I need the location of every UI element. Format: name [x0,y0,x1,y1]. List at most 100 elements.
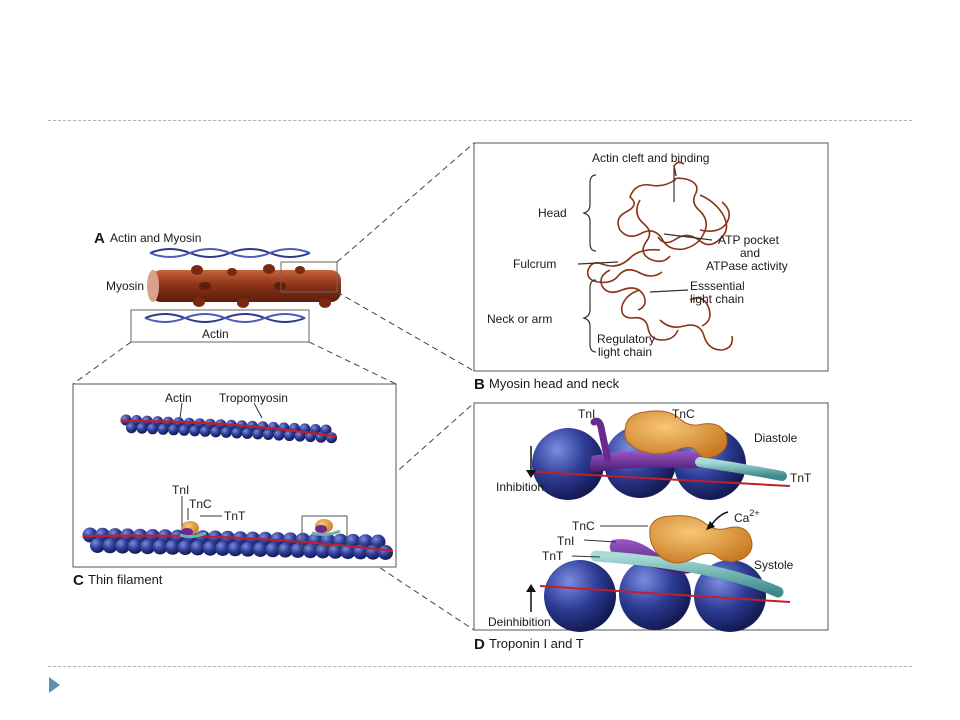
actin-bead [152,539,168,555]
actin-bead [199,425,211,437]
panel-a-title: Actin and Myosin [110,231,201,245]
actin-bead [165,539,181,555]
actin-bead [147,423,159,435]
actin-bead [273,429,285,441]
label-atp-pocket-2: and [740,246,760,260]
actin-bead [115,538,130,554]
actin-bead [302,543,318,559]
label-essential-2: light chain [690,292,744,306]
actin-bead [252,542,268,557]
label-deinhibition: Deinhibition [488,615,551,629]
troponin-complex-right [301,515,348,547]
label-diastole: Diastole [754,431,798,445]
panel-c-caption: Thin filament [88,572,163,587]
actin-bead [190,540,206,556]
myosin-head-structure [586,161,734,351]
ca-base: Ca [734,511,750,525]
label-c-tni: TnI [172,483,189,497]
actin-box [130,309,310,343]
actin-strand-top [149,248,311,258]
actin-bead [252,428,264,440]
actin-bead [140,539,156,555]
tropomyosin-strand [120,419,338,438]
label-d-tni-top: TnI [578,407,595,421]
actin-bead [227,541,243,557]
ca-superscript: 2+ [749,508,759,518]
actin-bead [202,540,218,556]
actin-bead [90,538,105,553]
label-c-tnc: TnC [189,497,212,511]
actin-bead [283,430,295,442]
label-regulatory-1: Regulatory [597,332,655,346]
actin-bead [127,538,143,554]
tropomyosin-strand [82,534,394,553]
actin-bead [231,427,243,439]
actin-bead [326,432,337,444]
panel-c-leaders [179,402,263,526]
myosin-filament [147,261,341,308]
actin-bead [240,541,256,557]
myosin-label: Myosin [106,279,144,293]
panel-a-letter: A [94,230,105,247]
label-fulcrum: Fulcrum [513,257,556,271]
actin-bead [262,429,274,440]
actin-bead [177,540,193,556]
panel-d-caption: Troponin I and T [489,636,584,651]
actin-bead [277,542,293,558]
label-c-actin: Actin [165,391,192,405]
label-d-tnc-bottom: TnC [572,519,595,533]
actin-bead [290,542,306,558]
label-d-tnt-bottom: TnT [542,549,564,563]
bottom-divider [48,666,912,667]
label-inhibition: Inhibition [496,480,544,494]
actin-bead [210,426,222,438]
actin-label: Actin [202,327,229,341]
top-divider [48,120,912,121]
actin-bead [178,424,190,436]
panel-b: Actin cleft and binding Head ATP pocket … [473,142,829,393]
actin-bead [340,544,356,560]
label-atp-pocket-3: ATPase activity [706,259,788,273]
actin-bead [168,424,180,436]
triangle-right-icon[interactable] [49,677,60,693]
label-neck: Neck or arm [487,312,552,326]
actin-bead [102,538,118,554]
actin-bead [241,428,253,439]
panel-b-letter: B [474,376,485,393]
label-d-tnc-top: TnC [672,407,695,421]
label-c-tropomyosin: Tropomyosin [219,391,288,405]
panel-c-letter: C [73,572,84,589]
panel-c: Actin Tropomyosin TnI TnC TnT C Thin fil… [72,383,397,589]
panel-a: A Actin and Myosin Myosin [94,230,341,343]
label-regulatory-2: light chain [598,345,652,359]
panel-d: TnI TnC Diastole TnT Inhibition TnC Ca2+… [473,402,829,653]
actin-bead [315,543,331,559]
actin-bead [378,545,393,560]
label-ca: Ca2+ [734,508,760,525]
label-essential-1: Esssential [690,279,745,293]
actin-bead [136,422,148,434]
actin-bead [82,527,98,543]
actin-bead [265,542,281,558]
actin-bead [327,543,343,559]
diastole-state: TnI TnC Diastole TnT Inhibition [496,407,812,500]
troponin-complex-left [179,521,207,539]
actin-bead [215,541,231,556]
actin-bead [220,426,232,438]
actin-bead [189,425,201,437]
actin-bead [126,422,137,434]
systole-state: TnC Ca2+ TnI TnT Systole Deinhibition [488,508,794,632]
label-systole: Systole [754,558,794,572]
label-d-tnt-top: TnT [790,471,812,485]
actin-bead [294,430,306,442]
label-c-tnt: TnT [224,509,246,523]
thin-filament-top [120,414,338,444]
actin-strand-bottom [144,313,306,323]
label-d-tni-bottom: TnI [557,534,574,548]
label-atp-pocket-1: ATP pocket [718,233,780,247]
panel-b-frame [473,142,829,372]
label-actin-cleft: Actin cleft and binding [592,151,709,165]
panel-d-letter: D [474,636,485,653]
label-head: Head [538,206,567,220]
